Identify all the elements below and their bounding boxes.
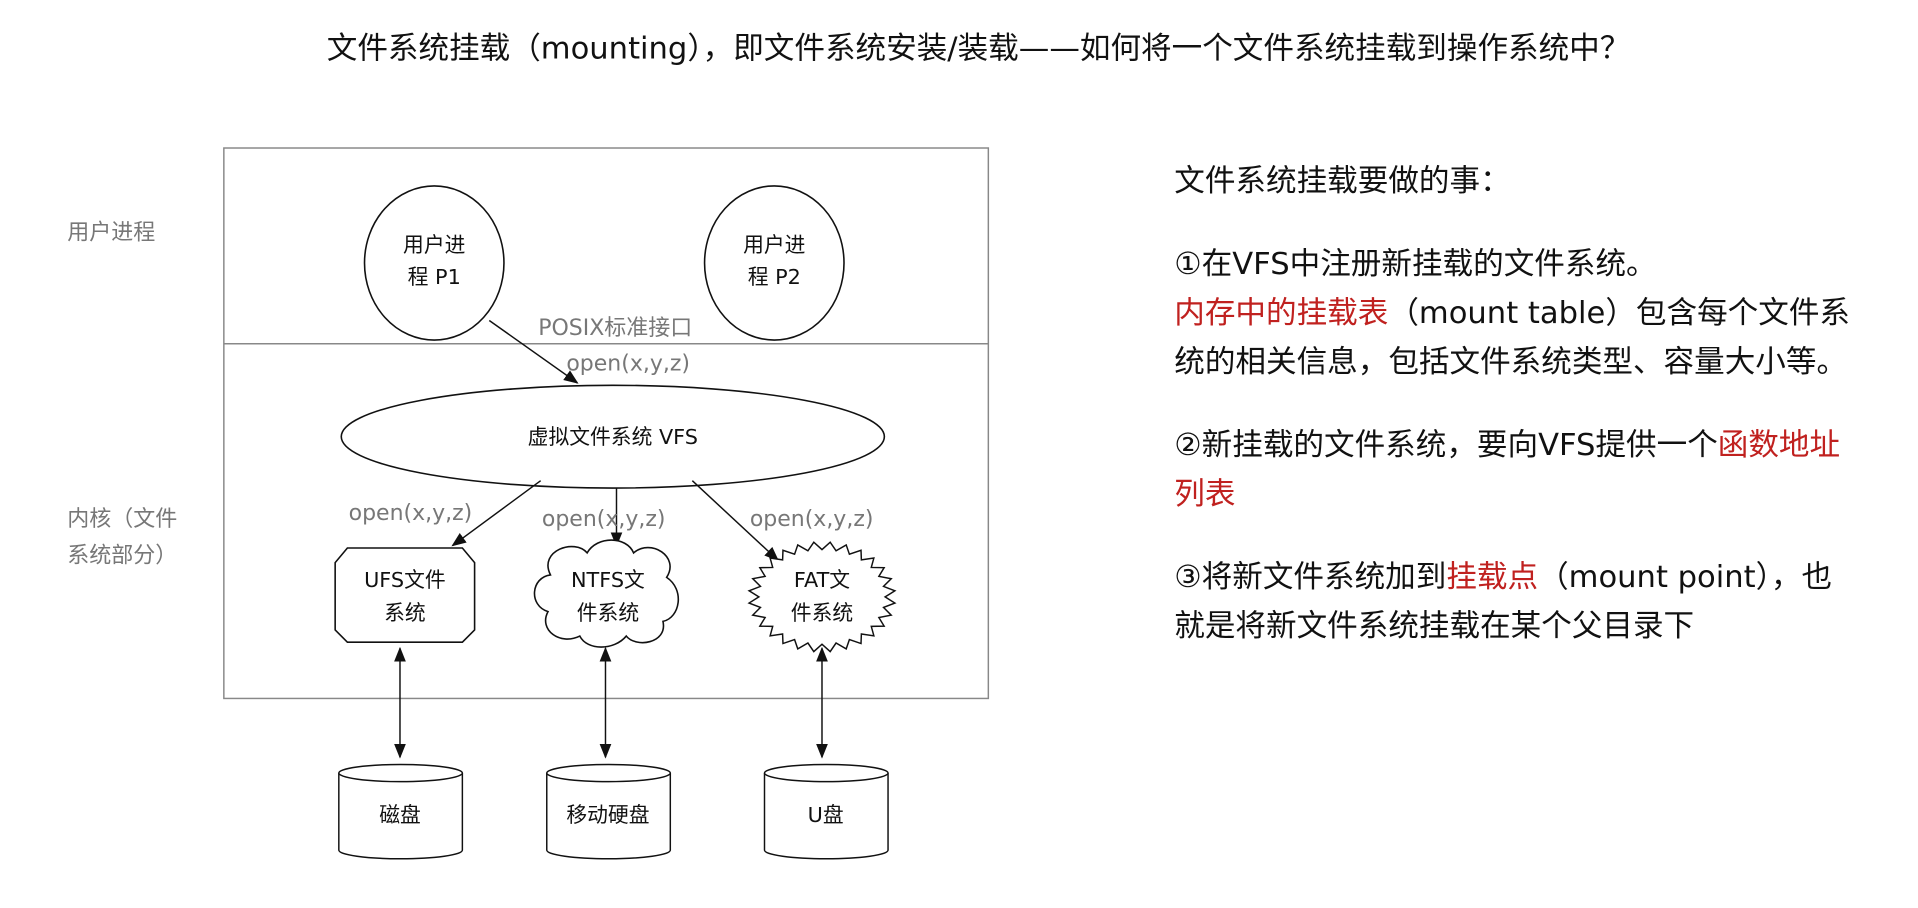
arrow-vfs-ufs [451,480,542,547]
ntfs-label: NTFS文 [571,568,645,592]
kernel-layer-label-2: 系统部分） [67,544,177,569]
notes-panel: 文件系统挂载要做的事： ①在VFS中注册新挂载的文件系统。内存中的挂载表（mou… [1174,157,1859,685]
note3-highlight: 挂载点 [1446,559,1539,595]
process-p2-node [703,185,845,341]
kernel-layer-label: 内核（文件 [67,507,177,532]
fat-label: FAT文 [794,568,850,592]
mounting-diagram: 用户进程 内核（文件 系统部分） 用户进 程 P1 用户进 程 P2 POSIX… [67,147,990,860]
note-item-1: ①在VFS中注册新挂载的文件系统。内存中的挂载表（mount table）包含每… [1174,240,1859,387]
p2-label: 用户进 [743,233,806,257]
p1-label-2: 程 P1 [408,265,461,289]
note1-text: ①在VFS中注册新挂载的文件系统。 [1174,245,1657,282]
note-item-3: ③将新文件系统加到挂载点（mount point），也就是将新文件系统挂载在某个… [1174,553,1859,651]
p2-label-2: 程 P2 [748,265,801,289]
ufs-label: UFS文件 [364,568,446,592]
fat-label-2: 件系统 [791,601,853,625]
process-p1-node [363,185,505,341]
vfs-label: 虚拟文件系统 VFS [528,425,698,449]
ufs-node [334,547,476,643]
disk-node: 磁盘 [338,763,464,860]
ntfs-node [533,539,680,648]
fat-node [747,541,897,653]
note1-text-2: （mount table）包含每个文件系统的相关信息，包括文件系统类型、容量大小… [1174,294,1850,380]
ufs-label-2: 系统 [384,601,426,625]
arrow-vfs-fat [691,480,780,562]
p1-label: 用户进 [403,233,466,257]
disk1-label: 磁盘 [379,803,421,827]
removable-disk-node: 移动硬盘 [546,763,672,860]
ntfs-label-2: 件系统 [577,601,639,625]
note3-text: ③将新文件系统加到 [1174,559,1447,595]
arrow-p1-vfs [488,319,579,384]
call-label-top: open(x,y,z) [566,352,690,377]
disk2-label: 移动硬盘 [566,803,649,827]
vfs-node [340,384,886,489]
note3-text-2: （mount point），也就是将新文件系统挂载在某个父目录下 [1174,559,1833,644]
note1-highlight: 内存中的挂载表 [1174,294,1389,331]
call-label-ufs: open(x,y,z) [349,501,473,526]
note2-text: ②新挂载的文件系统，要向VFS提供一个 [1174,426,1718,463]
notes-heading: 文件系统挂载要做的事： [1174,162,1511,199]
call-label-ntfs: open(x,y,z) [542,507,666,532]
note2-highlight: 函数地址列表 [1174,426,1841,512]
page-title: 文件系统挂载（mounting），即文件系统安装/装载——如何将一个文件系统挂载… [326,30,1631,67]
disk3-label: U盘 [808,803,844,827]
call-label-fat: open(x,y,z) [750,507,874,532]
note-item-2: ②新挂载的文件系统，要向VFS提供一个函数地址列表 [1174,421,1859,519]
user-layer-label: 用户进程 [67,221,155,246]
usb-disk-node: U盘 [763,763,889,860]
posix-label: POSIX标准接口 [538,316,692,341]
